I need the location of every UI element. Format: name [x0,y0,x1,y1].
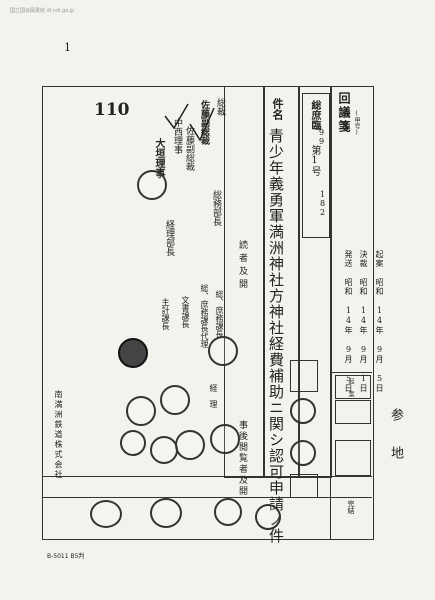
dates-column [298,86,332,478]
side-box-a [335,375,371,399]
okura-label: 大垣理事 [153,138,164,178]
check-marks-icon [164,103,215,142]
sub-number: 182 [318,190,327,217]
side-box-b [335,400,371,424]
seal-stamp [120,430,146,456]
pre-readers-label: 事後閲覧者及開 [237,420,247,497]
seal-stamp [290,440,316,466]
number-prefix: 99 [317,128,326,146]
square-stamp [290,360,318,392]
form-code: B-5011 B5判 [47,553,85,560]
margin-note: 参 地 [388,408,403,464]
general-affairs-chief: 総、庶務課長 [215,290,224,338]
completion-label: 完結 [347,500,355,514]
date-drafted: 起案 昭和 14年 9月 5日 [375,250,384,393]
side-box-c [335,440,371,476]
general-affairs-deputy: 総、庶務課長代理 [200,284,209,348]
seal-stamp [175,430,205,460]
vice-president-a: 佐藤副総裁 [199,100,209,145]
category: 総庶臨 [309,100,320,130]
seal-stamp [137,170,167,200]
nakanishi-label: 中西理事 [172,118,182,154]
side-divider [330,372,372,373]
approvers-divider [42,476,372,477]
accounting-chief: 主計課長 [161,298,170,330]
number-box [302,93,330,238]
page-number: 1 [64,41,71,54]
square-stamp [290,474,318,498]
seal-stamp [214,498,242,526]
vice-president-b: 佐藤副総裁 [184,126,194,171]
accounting-director: 経理部長 [164,220,174,256]
seal-stamp [255,504,281,530]
sidebar-label: 起 案 [347,378,354,397]
matter-label: 件名 [271,98,284,120]
reader-column [224,86,265,478]
stamp-row-divider [42,497,372,498]
footer-company: 南満洲鉄道株式会社 [54,390,63,480]
general-affairs-director: 総務部長 [211,190,221,226]
seal-stamp [150,498,182,528]
seal-stamp [90,500,122,528]
accounting-label: 経理 [209,384,218,416]
seal-stamp [290,398,316,424]
number: 第1号 [309,145,320,176]
seal-stamp [126,396,156,426]
seal-stamp [160,385,190,415]
reader-label: 読者及開 [237,240,247,292]
documents-chief: 文書課長 [181,296,190,328]
matter-column [263,86,300,478]
seal-stamp [208,336,238,366]
form-type: (甲号) [353,110,360,136]
seal-stamp [118,338,148,368]
seal-stamp [150,436,178,464]
watermark: 国立国会図書館 dl.ndl.go.jp [10,8,75,14]
matter-text: 青少年義勇軍満洲神社方神社経費補助ニ関シ認可申請ノ件 [267,128,285,544]
date-decided: 決裁 昭和 14年 9月 1日 [359,250,368,393]
date-sent: 発送 昭和 14年 9月 5日 [344,250,353,393]
seal-stamp [210,424,240,454]
form-title: 回議箋 [337,92,351,134]
president-label: 総裁 [215,98,225,116]
right-header-column [330,86,374,540]
doc-number: 110 [94,100,130,120]
